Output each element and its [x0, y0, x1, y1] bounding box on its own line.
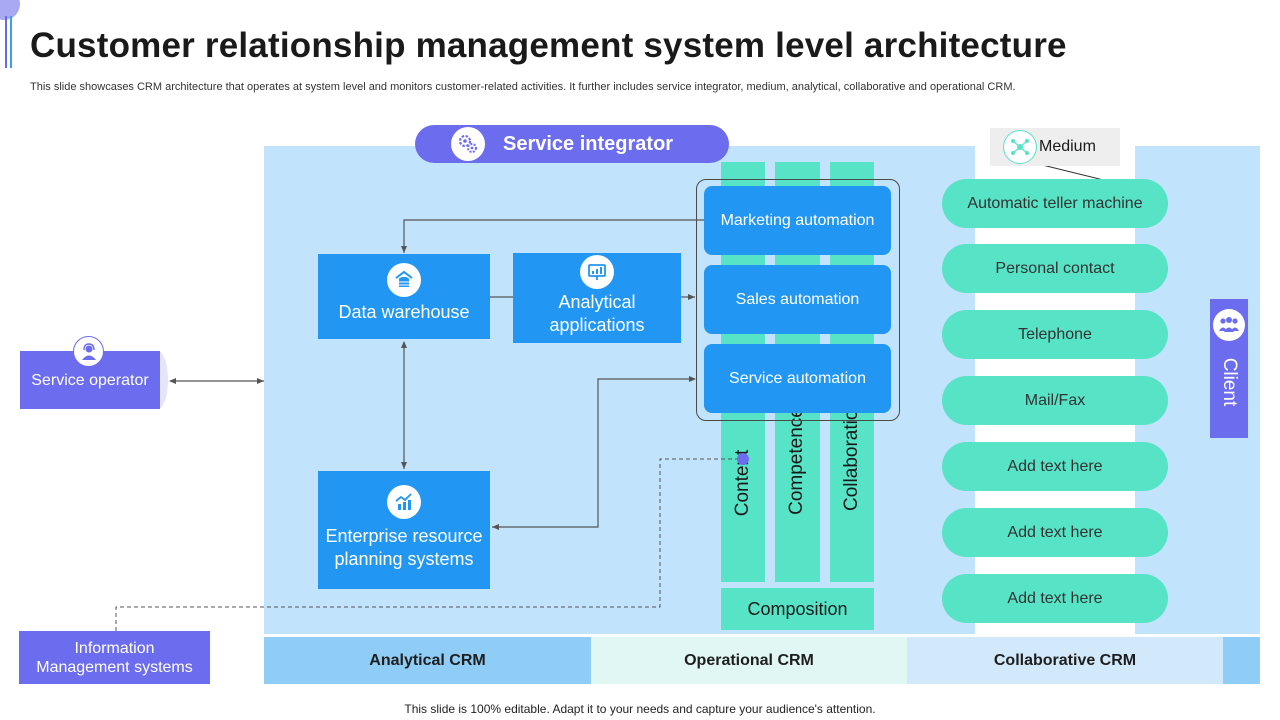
medium-label: Medium — [1039, 138, 1096, 155]
decor-circle — [0, 0, 20, 20]
chart-building-icon — [387, 485, 421, 519]
crm-types-bar: Analytical CRM Operational CRM Collabora… — [264, 637, 1260, 684]
channel-pill: Telephone — [942, 310, 1168, 359]
erp-label: Enterprise resource planning systems — [325, 526, 483, 569]
info-systems-line1: Information — [74, 639, 155, 657]
bar-end-segment — [1223, 637, 1260, 684]
channel-pill: Add text here — [942, 508, 1168, 557]
channel-pill: Automatic teller machine — [942, 179, 1168, 228]
client-box: Client — [1210, 299, 1248, 438]
sales-automation-box: Sales automation — [704, 265, 891, 334]
support-agent-icon — [73, 336, 104, 367]
content-label: Content — [732, 449, 753, 517]
service-integrator-banner: Service integrator — [415, 125, 729, 163]
information-management-systems-box: Information Management systems — [19, 631, 210, 684]
network-icon — [1003, 130, 1037, 164]
decor-line — [5, 16, 7, 68]
operational-crm-segment: Operational CRM — [591, 637, 907, 684]
channel-pill: Add text here — [942, 442, 1168, 491]
decor-line — [10, 16, 12, 68]
analytical-applications-box: Analytical applications — [513, 253, 681, 343]
medium-label-box: Medium — [990, 128, 1120, 166]
service-operator-label: Service operator — [31, 372, 149, 389]
channel-pill: Personal contact — [942, 244, 1168, 293]
page-subtitle: This slide showcases CRM architecture th… — [30, 81, 1016, 93]
footer-note: This slide is 100% editable. Adapt it to… — [404, 702, 876, 716]
erp-box: Enterprise resource planning systems — [318, 471, 490, 589]
info-systems-line2: Management systems — [36, 658, 193, 676]
service-operator-box: Service operator — [20, 351, 160, 409]
channel-pill: Mail/Fax — [942, 376, 1168, 425]
gears-icon — [451, 127, 485, 161]
composition-block: Composition — [721, 588, 874, 630]
data-warehouse-box: Data warehouse — [318, 254, 490, 339]
channel-pill: Add text here — [942, 574, 1168, 623]
service-integrator-label: Service integrator — [503, 132, 674, 155]
analytical-crm-segment: Analytical CRM — [264, 637, 591, 684]
analytical-applications-label: Analytical applications — [549, 292, 645, 335]
database-icon — [387, 263, 421, 297]
page-title: Customer relationship management system … — [30, 26, 1067, 65]
marketing-automation-box: Marketing automation — [704, 186, 891, 255]
analytics-icon — [580, 255, 614, 289]
group-icon — [1213, 309, 1245, 341]
automation-group — [696, 179, 900, 421]
data-warehouse-label: Data warehouse — [338, 302, 470, 322]
client-label: Client — [1219, 357, 1240, 407]
service-automation-box: Service automation — [704, 344, 891, 413]
collaborative-crm-segment: Collaborative CRM — [907, 637, 1223, 684]
